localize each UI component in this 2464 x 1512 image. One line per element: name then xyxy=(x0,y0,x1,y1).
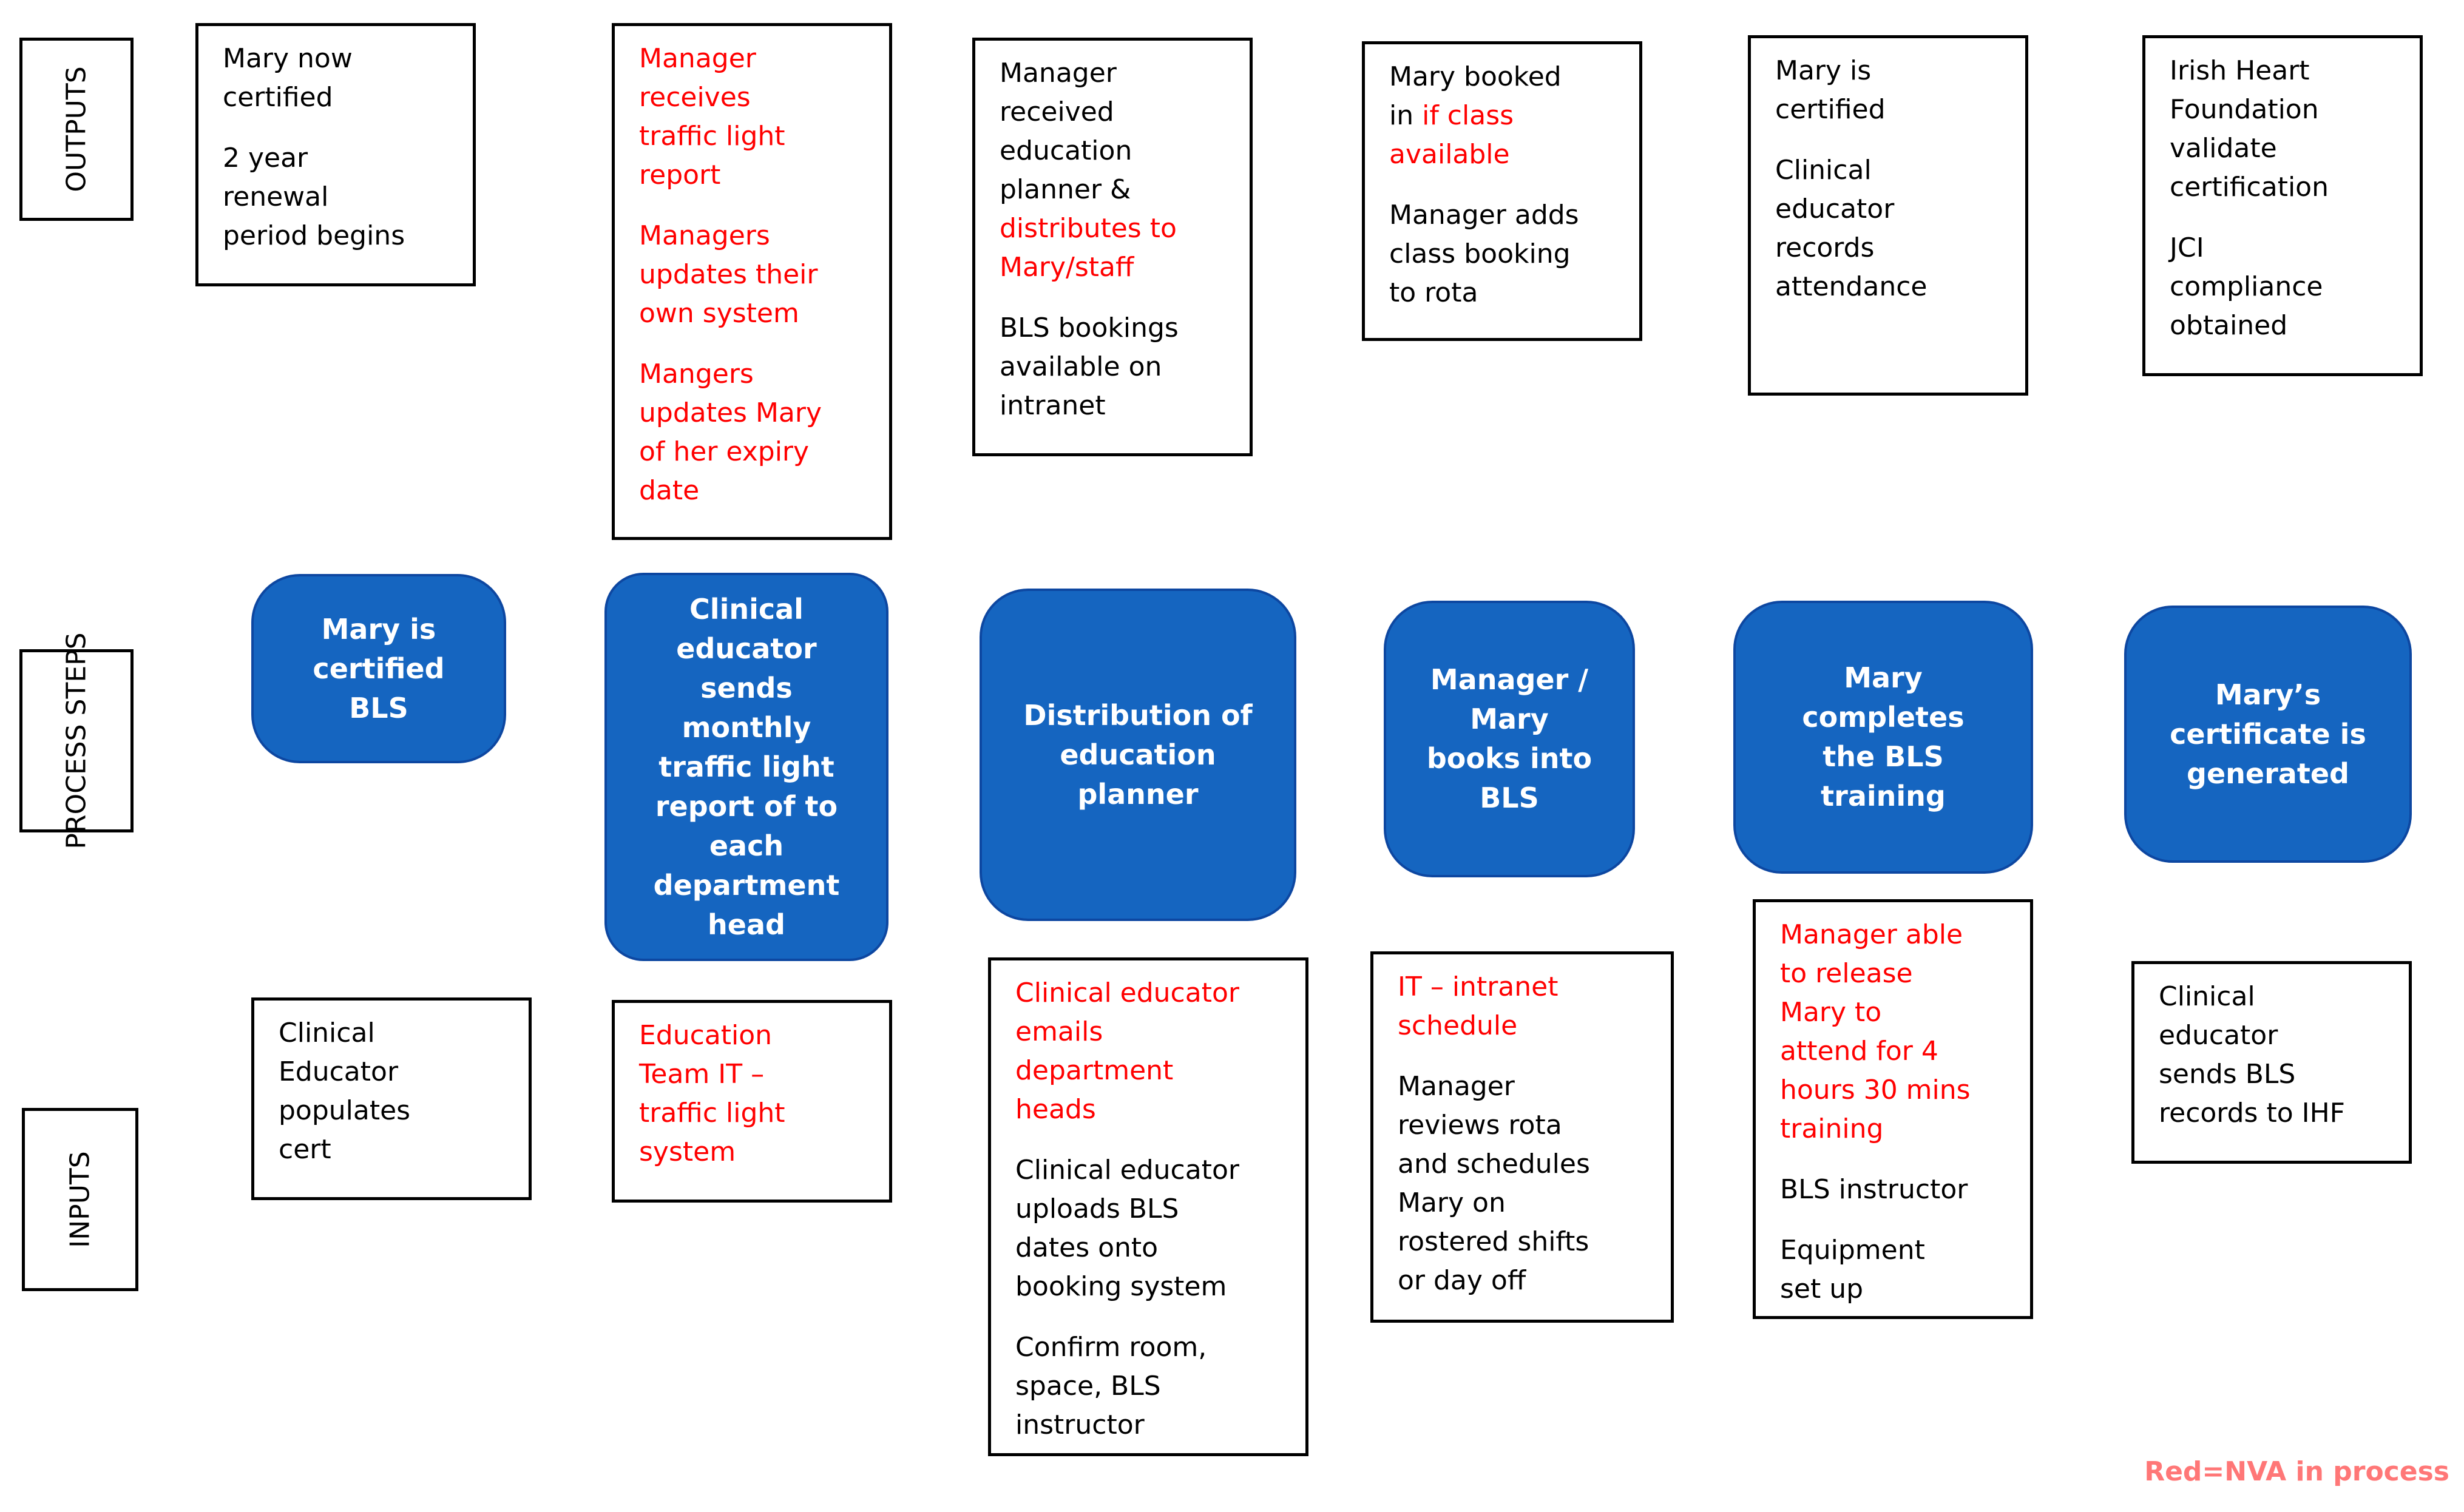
output-paragraph: Irish Heart Foundation validate certific… xyxy=(2170,52,2398,207)
output-text: Irish Heart Foundation validate certific… xyxy=(2170,55,2329,203)
output-paragraph: Mangers updates Mary of her expiry date xyxy=(639,355,867,510)
input-paragraph: Education Team IT – traffic light system xyxy=(639,1016,867,1172)
input-text: Clinical educator emails department head… xyxy=(1015,977,1239,1125)
row-label-inputs-text: INPUTS xyxy=(64,1151,96,1248)
input-paragraph: Manager reviews rota and schedules Mary … xyxy=(1398,1067,1649,1300)
output-paragraph: Mary is certified xyxy=(1775,52,2003,129)
output-text: Clinical educator records attendance xyxy=(1775,155,1928,302)
process-step: Mary’s certificate is generated xyxy=(2124,606,2412,863)
input-box: Clinical Educator populates cert xyxy=(251,997,532,1200)
output-paragraph: Clinical educator records attendance xyxy=(1775,151,2003,306)
output-paragraph: JCI compliance obtained xyxy=(2170,229,2398,345)
output-text: JCI compliance obtained xyxy=(2170,232,2323,341)
row-label-process-steps-text: PROCESS STEPS xyxy=(61,632,92,849)
input-text: Clinical educator uploads BLS dates onto… xyxy=(1015,1155,1239,1302)
legend: Red=NVA in process xyxy=(2144,1456,2449,1487)
output-text: Mary now certified xyxy=(223,43,353,113)
output-paragraph: Manager receives traffic light report xyxy=(639,39,867,195)
input-box: Manager able to release Mary to attend f… xyxy=(1753,899,2033,1319)
process-step: Manager / Mary books into BLS xyxy=(1384,601,1635,877)
process-step: Clinical educator sends monthly traffic … xyxy=(604,573,888,961)
output-text: if class available xyxy=(1389,100,1514,170)
output-box: Irish Heart Foundation validate certific… xyxy=(2142,35,2423,376)
input-paragraph: Manager able to release Mary to attend f… xyxy=(1780,916,2008,1149)
output-text: Manager received education planner & xyxy=(1000,58,1132,205)
input-box: Education Team IT – traffic light system xyxy=(612,1000,892,1203)
input-text: BLS instructor xyxy=(1780,1174,1968,1205)
output-text: Mary booked in xyxy=(1389,61,1562,131)
input-paragraph: IT – intranet schedule xyxy=(1398,968,1649,1045)
row-label-outputs: OUTPUTS xyxy=(19,38,134,221)
row-label-inputs: INPUTS xyxy=(22,1108,138,1291)
input-paragraph: Clinical educator uploads BLS dates onto… xyxy=(1015,1151,1284,1306)
output-text: Managers updates their own system xyxy=(639,220,818,329)
input-text: Education Team IT – traffic light system xyxy=(639,1020,785,1167)
output-paragraph: Mary booked in if class available xyxy=(1389,58,1617,174)
row-label-outputs-text: OUTPUTS xyxy=(61,66,92,192)
input-box: Clinical educator emails department head… xyxy=(988,957,1308,1456)
output-text: Manager receives traffic light report xyxy=(639,43,785,191)
input-paragraph: Clinical educator emails department head… xyxy=(1015,974,1284,1129)
output-paragraph: Mary now certified xyxy=(223,39,451,117)
output-paragraph: Manager adds class booking to rota xyxy=(1389,196,1617,312)
output-text: distributes to Mary/staff xyxy=(1000,213,1177,283)
input-text: IT – intranet schedule xyxy=(1398,971,1559,1041)
input-text: Manager reviews rota and schedules Mary … xyxy=(1398,1071,1590,1296)
output-paragraph: Managers updates their own system xyxy=(639,217,867,333)
process-step: Mary is certified BLS xyxy=(251,574,506,763)
output-paragraph: Manager received education planner & dis… xyxy=(1000,54,1228,287)
process-step: Mary completes the BLS training xyxy=(1733,601,2033,874)
input-box: Clinical educator sends BLS records to I… xyxy=(2131,961,2412,1164)
row-label-process-steps: PROCESS STEPS xyxy=(19,632,134,849)
output-text: Manager adds class booking to rota xyxy=(1389,200,1579,308)
input-text: Clinical educator sends BLS records to I… xyxy=(2159,981,2345,1129)
output-text: Mangers updates Mary of her expiry date xyxy=(639,359,822,506)
output-text: 2 year renewal period begins xyxy=(223,143,405,251)
input-text: Confirm room, space, BLS instructor xyxy=(1015,1332,1207,1440)
output-text: BLS bookings available on intranet xyxy=(1000,312,1179,421)
output-paragraph: 2 year renewal period begins xyxy=(223,139,451,255)
input-paragraph: BLS instructor xyxy=(1780,1170,2008,1209)
input-paragraph: Confirm room, space, BLS instructor xyxy=(1015,1328,1284,1445)
output-box: Mary now certified 2 year renewal period … xyxy=(195,23,476,286)
output-text: Mary is certified xyxy=(1775,55,1886,125)
input-paragraph: Clinical educator sends BLS records to I… xyxy=(2159,977,2387,1133)
input-paragraph: Clinical Educator populates cert xyxy=(279,1014,507,1169)
input-text: Equipment set up xyxy=(1780,1235,1925,1304)
process-step: Distribution of education planner xyxy=(980,589,1296,921)
input-text: Manager able to release Mary to attend f… xyxy=(1780,919,1971,1144)
input-paragraph: Equipment set up xyxy=(1780,1231,2008,1309)
output-box: Manager received education planner & dis… xyxy=(972,38,1253,456)
output-paragraph: BLS bookings available on intranet xyxy=(1000,309,1228,425)
input-text: Clinical Educator populates cert xyxy=(279,1018,411,1165)
